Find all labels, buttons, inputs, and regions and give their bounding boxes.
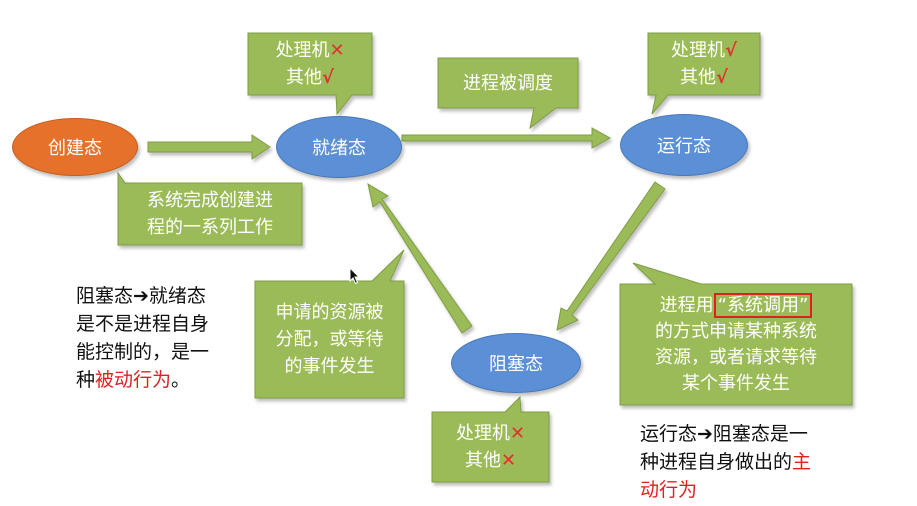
- callout-shape-resource-assigned: [254, 249, 405, 399]
- note-running-to-blocked: 运行态➔阻塞态是一 种进程自身做出的主 动行为: [640, 420, 860, 504]
- arrow-blocked-to-ready: [367, 182, 473, 334]
- state-running: 运行态: [620, 114, 748, 176]
- callout-text: 其他: [285, 67, 322, 88]
- callout-text: 处理机: [455, 423, 510, 444]
- state-ready: 就绪态: [276, 116, 402, 178]
- callout-ready-resources: 处理机✕ 其他√: [248, 33, 372, 95]
- callout-scheduled: 进程被调度: [438, 58, 578, 108]
- active-behavior-highlight: 动行为: [640, 479, 698, 501]
- callout-running-resources: 处理机√ 其他√: [648, 33, 760, 95]
- callout-text: 进程被调度: [463, 72, 553, 94]
- state-running-label: 运行态: [657, 136, 711, 157]
- callout-resource-assigned: 申请的资源被 分配，或等待 的事件发生: [255, 281, 404, 398]
- cross-mark: ✕: [509, 423, 526, 444]
- state-blocked: 阻塞态: [451, 333, 581, 393]
- callout-text: 的事件发生: [284, 356, 375, 377]
- note-text: 种: [76, 369, 96, 391]
- check-mark: √: [724, 40, 737, 61]
- note-text: 种进程自身做出的: [640, 451, 793, 473]
- callout-text: 申请的资源被: [275, 302, 384, 323]
- note-line: 能控制的，是一: [76, 341, 210, 363]
- callout-shape-ready-resources: [247, 32, 373, 116]
- callout-text: 其他: [464, 450, 501, 471]
- active-behavior-highlight: 主: [792, 451, 812, 473]
- callout-text: 的方式申请某种系统: [655, 320, 817, 342]
- mouse-cursor-icon: [349, 267, 361, 285]
- check-mark: √: [321, 67, 334, 88]
- arrow-create-to-ready: [147, 134, 271, 160]
- note-line: 运行态➔阻塞态是一: [640, 423, 808, 445]
- callout-text: 系统完成创建进: [147, 190, 273, 211]
- note-text: 。: [171, 369, 191, 391]
- note-blocked-to-ready: 阻塞态➔就绪态 是不是进程自身 能控制的，是一 种被动行为。: [76, 282, 256, 394]
- arrow-ready-to-running: [401, 127, 612, 149]
- callout-text: 其他: [679, 67, 716, 88]
- state-create-label: 创建态: [48, 138, 102, 159]
- callout-shape-scheduled: [437, 57, 579, 130]
- callout-text: 某个事件发生: [682, 372, 790, 394]
- callout-text: 程的一系列工作: [147, 217, 273, 238]
- passive-behavior-highlight: 被动行为: [95, 369, 172, 391]
- callout-text: 资源，或者请求等待: [655, 346, 817, 368]
- callout-shape-running-resources: [647, 32, 761, 115]
- state-create: 创建态: [12, 118, 138, 176]
- note-line: 是不是进程自身: [76, 313, 210, 335]
- check-mark: √: [715, 67, 728, 88]
- callout-text: 处理机: [275, 40, 330, 61]
- state-blocked-label: 阻塞态: [489, 354, 543, 375]
- state-ready-label: 就绪态: [312, 138, 366, 159]
- cross-mark: ✕: [329, 40, 345, 61]
- arrow-running-to-blocked: [556, 181, 666, 331]
- callout-blocked-resources: 处理机✕ 其他✕: [432, 412, 549, 482]
- note-line: 阻塞态➔就绪态: [76, 285, 206, 307]
- syscall-highlight-box: “系统调用”: [713, 292, 813, 318]
- callout-text: 分配，或等待: [275, 329, 384, 350]
- callout-syscall: 进程用“系统调用” 的方式申请某种系统 资源，或者请求等待 某个事件发生: [620, 284, 852, 405]
- callout-shape-blocked-resources: [431, 395, 550, 483]
- callout-text: 处理机: [670, 40, 725, 61]
- cross-mark: ✕: [500, 450, 517, 471]
- callout-create-work: 系统完成创建进 程的一系列工作: [118, 183, 302, 245]
- callout-text: 进程用: [659, 294, 714, 316]
- callout-shape-create-work: [117, 171, 303, 246]
- callout-shape-syscall: [619, 262, 853, 406]
